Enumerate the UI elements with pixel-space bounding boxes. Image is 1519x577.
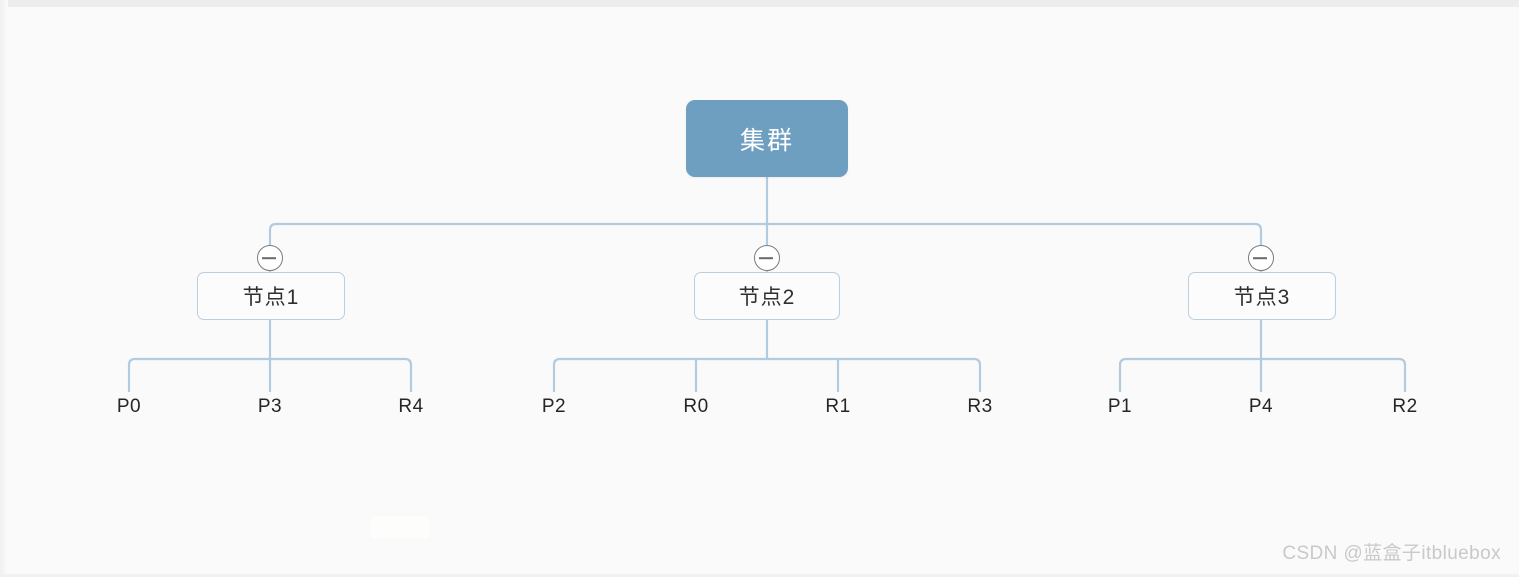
node-label-node-1: 节点1 — [242, 286, 300, 309]
connector-level1-bus — [268, 222, 1263, 245]
leaf-label-node-2-3[interactable]: R3 — [967, 396, 993, 417]
leaf-label-node-2-0[interactable]: P2 — [541, 396, 567, 417]
root-node-label: 集群 — [739, 126, 794, 155]
connector-node3-leafbus — [1118, 357, 1407, 392]
minus-circle-icon-node-1[interactable] — [257, 245, 283, 271]
leaf-label-node-1-0[interactable]: P0 — [116, 396, 142, 417]
leaf-label-node-3-1[interactable]: P4 — [1248, 396, 1274, 417]
leaf-label-node-1-2[interactable]: R4 — [398, 396, 424, 417]
leaf-label-node-2-2[interactable]: R1 — [825, 396, 851, 417]
node-box-node-2[interactable]: 节点2 — [694, 272, 840, 320]
root-node[interactable]: 集群 — [686, 100, 848, 177]
leaf-label-node-1-1[interactable]: P3 — [257, 396, 283, 417]
watermark: CSDN @蓝盒子itbluebox — [1282, 543, 1501, 564]
node-label-node-3: 节点3 — [1233, 286, 1291, 309]
node-box-node-1[interactable]: 节点1 — [197, 272, 345, 320]
leaf-label-node-3-0[interactable]: P1 — [1107, 396, 1133, 417]
minus-circle-icon-node-3[interactable] — [1248, 245, 1274, 271]
leaf-label-node-3-2[interactable]: R2 — [1392, 396, 1418, 417]
minus-circle-icon-node-2[interactable] — [754, 245, 780, 271]
connector-node2-leafbus — [552, 357, 982, 392]
node-box-node-3[interactable]: 节点3 — [1188, 272, 1336, 320]
node-label-node-2: 节点2 — [738, 286, 796, 309]
leaf-label-node-2-1[interactable]: R0 — [683, 396, 709, 417]
